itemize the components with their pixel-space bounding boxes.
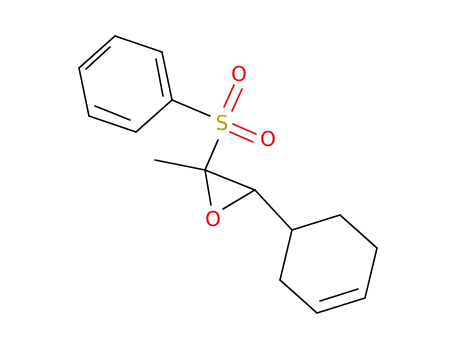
epoxide-ring (204, 169, 256, 210)
phenyl-ring (78, 35, 173, 133)
cyclohexene-ring (279, 214, 378, 314)
epoxide-cyclohexenyl-bond (254, 189, 293, 231)
sulfur-label: S (216, 111, 229, 135)
sulfonyl-double-bond-right (229, 123, 257, 143)
methyl-bond (154, 159, 206, 171)
epoxide-oxygen-label: O (205, 207, 221, 231)
phenyl-sulfur-bond (171, 99, 211, 117)
sulfonyl-oxygen-right-label: O (260, 127, 276, 151)
sulfur-carbon-bond (204, 139, 219, 171)
sulfonyl-double-bond-top (223, 84, 243, 112)
sulfonyl-oxygen-top-label: O (231, 62, 247, 86)
